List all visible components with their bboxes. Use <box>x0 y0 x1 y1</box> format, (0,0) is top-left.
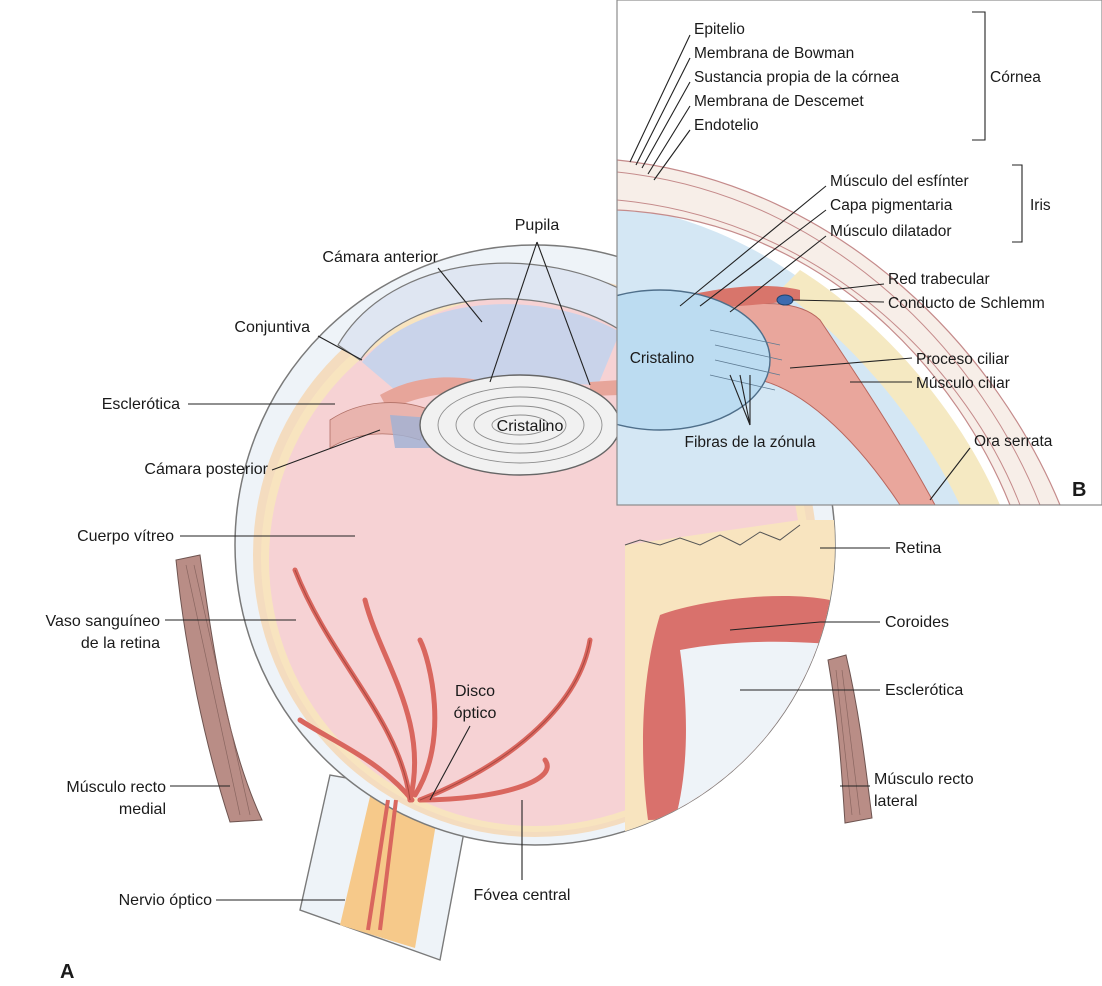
label-membrana-bowman: Membrana de Bowman <box>694 45 854 62</box>
label-vaso-line2: de la retina <box>81 635 160 652</box>
label-membrana-descemet: Membrana de Descemet <box>694 93 864 110</box>
label-vaso-line1: Vaso sanguíneo <box>46 613 161 630</box>
label-red-trabecular: Red trabecular <box>888 271 990 288</box>
label-epitelio: Epitelio <box>694 21 745 38</box>
label-proceso-ciliar: Proceso ciliar <box>916 351 1009 368</box>
label-musculo-esfinter: Músculo del esfínter <box>830 173 969 190</box>
label-fibras-zonula: Fibras de la zónula <box>685 434 816 451</box>
label-cristalino-inset: Cristalino <box>630 350 695 367</box>
label-musculo-dilatador: Músculo dilatador <box>830 223 951 240</box>
schlemm-canal <box>777 295 793 305</box>
label-musculo-medial-line2: medial <box>119 801 166 818</box>
label-cristalino: Cristalino <box>497 418 564 435</box>
label-sustancia-propia: Sustancia propia de la córnea <box>694 69 899 86</box>
label-musculo-lateral-line1: Músculo recto <box>874 771 974 788</box>
label-disco-line1: Disco <box>455 683 495 700</box>
label-cornea: Córnea <box>990 69 1041 86</box>
label-ora-serrata: Ora serrata <box>974 433 1053 450</box>
label-endotelio: Endotelio <box>694 117 759 134</box>
label-musculo-medial-line1: Músculo recto <box>66 779 166 796</box>
label-coroides: Coroides <box>885 614 949 631</box>
label-esclerotica-left: Esclerótica <box>102 396 180 413</box>
label-camara-posterior: Cámara posterior <box>144 461 268 478</box>
label-conjuntiva: Conjuntiva <box>234 319 310 336</box>
label-camara-anterior: Cámara anterior <box>322 249 438 266</box>
label-musculo-lateral-line2: lateral <box>874 793 918 810</box>
label-pupila: Pupila <box>515 217 560 234</box>
label-disco-line2: óptico <box>454 705 497 722</box>
label-capa-pigmentaria: Capa pigmentaria <box>830 197 953 214</box>
label-iris: Iris <box>1030 197 1051 214</box>
label-esclerotica-right: Esclerótica <box>885 682 963 699</box>
label-cuerpo-vitreo: Cuerpo vítreo <box>77 528 174 545</box>
panel-a-letter: A <box>60 961 74 983</box>
label-retina: Retina <box>895 540 941 557</box>
panel-b-letter: B <box>1072 479 1086 501</box>
label-conducto-schlemm: Conducto de Schlemm <box>888 295 1045 312</box>
label-fovea-central: Fóvea central <box>474 887 571 904</box>
label-musculo-ciliar: Músculo ciliar <box>916 375 1010 392</box>
label-nervio-optico: Nervio óptico <box>119 892 212 909</box>
